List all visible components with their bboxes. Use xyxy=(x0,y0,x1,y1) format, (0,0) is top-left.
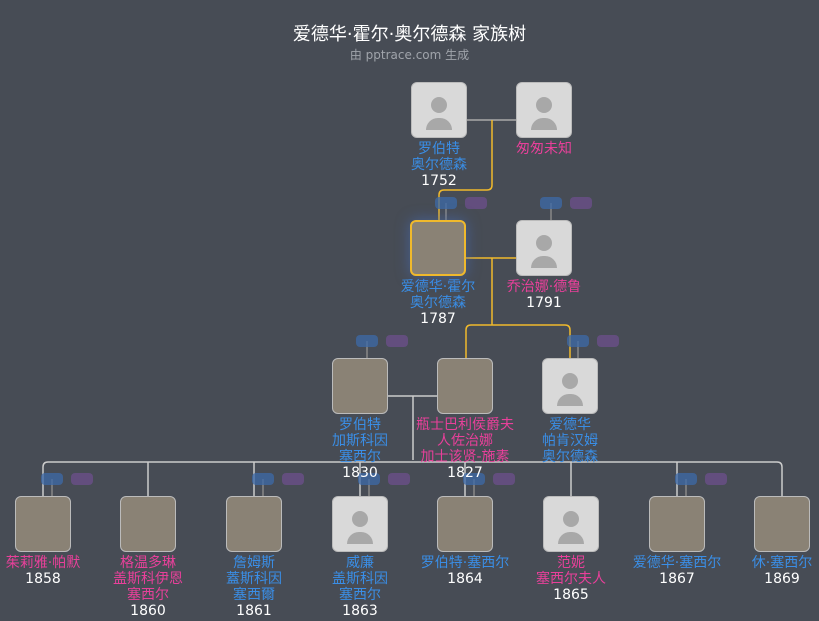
add-mother-button[interactable] xyxy=(388,473,410,485)
person-name[interactable]: 詹姆斯蓋斯科因塞西爾 xyxy=(226,555,282,603)
birth-year: 1858 xyxy=(25,571,61,587)
add-father-button[interactable] xyxy=(41,473,63,485)
person-name[interactable]: 匆匆未知 xyxy=(516,141,572,157)
add-father-button[interactable] xyxy=(252,473,274,485)
add-mother-button[interactable] xyxy=(597,335,619,347)
add-mother-button[interactable] xyxy=(570,197,592,209)
person-name[interactable]: 乔治娜·德鲁 xyxy=(506,279,582,295)
person-name[interactable]: 爱德华·塞西尔 xyxy=(632,555,722,571)
add-mother-button[interactable] xyxy=(71,473,93,485)
person-name[interactable]: 罗伯特奥尔德森 xyxy=(411,141,467,173)
person-photo[interactable] xyxy=(226,496,282,552)
birth-year: 1830 xyxy=(342,465,378,481)
person-node[interactable]: 匆匆未知 xyxy=(492,82,596,157)
person-photo[interactable] xyxy=(120,496,176,552)
add-mother-button[interactable] xyxy=(705,473,727,485)
birth-year: 1860 xyxy=(130,603,166,619)
person-photo[interactable] xyxy=(649,496,705,552)
add-father-button[interactable] xyxy=(435,197,457,209)
add-mother-button[interactable] xyxy=(493,473,515,485)
person-placeholder-icon[interactable] xyxy=(411,82,467,138)
add-mother-button[interactable] xyxy=(386,335,408,347)
add-father-button[interactable] xyxy=(567,335,589,347)
page-subtitle: 由 pptrace.com 生成 xyxy=(349,48,470,62)
person-placeholder-icon[interactable] xyxy=(516,82,572,138)
person-name[interactable]: 格温多琳盖斯科伊恩塞西尔 xyxy=(113,555,183,603)
add-mother-button[interactable] xyxy=(465,197,487,209)
person-photo[interactable] xyxy=(437,496,493,552)
person-photo[interactable] xyxy=(332,358,388,414)
add-father-button[interactable] xyxy=(358,473,380,485)
person-photo[interactable] xyxy=(754,496,810,552)
add-mother-button[interactable] xyxy=(282,473,304,485)
person-placeholder-icon[interactable] xyxy=(542,358,598,414)
birth-year: 1867 xyxy=(659,571,695,587)
birth-year: 1827 xyxy=(447,465,483,481)
person-placeholder-icon[interactable] xyxy=(332,496,388,552)
add-father-button[interactable] xyxy=(463,473,485,485)
add-father-button[interactable] xyxy=(675,473,697,485)
person-placeholder-icon[interactable] xyxy=(543,496,599,552)
person-name[interactable]: 休·塞西尔 xyxy=(751,555,813,571)
birth-year: 1865 xyxy=(553,587,589,603)
birth-year: 1787 xyxy=(420,311,456,327)
person-name[interactable]: 瓶士巴利侯爵夫人佐治娜加士该贤-施素 xyxy=(416,417,514,465)
birth-year: 1864 xyxy=(447,571,483,587)
birth-year: 1863 xyxy=(342,603,378,619)
person-name[interactable]: 罗伯特·塞西尔 xyxy=(420,555,510,571)
person-node[interactable]: 爱德华帕肯汉姆奥尔德森 xyxy=(518,358,622,465)
birth-year: 1861 xyxy=(236,603,272,619)
person-photo[interactable] xyxy=(15,496,71,552)
page-title: 爱德华·霍尔·奥尔德森 家族树 xyxy=(292,24,527,45)
person-name[interactable]: 威廉盖斯科因塞西尔 xyxy=(332,555,388,603)
person-name[interactable]: 茱莉雅·帕默 xyxy=(5,555,81,571)
person-name[interactable]: 罗伯特加斯科因塞西尔 xyxy=(332,417,388,465)
person-photo[interactable] xyxy=(437,358,493,414)
person-name[interactable]: 爱德华帕肯汉姆奥尔德森 xyxy=(542,417,598,465)
person-name[interactable]: 范妮塞西尔夫人 xyxy=(536,555,606,587)
add-father-button[interactable] xyxy=(356,335,378,347)
birth-year: 1791 xyxy=(526,295,562,311)
add-father-button[interactable] xyxy=(540,197,562,209)
person-placeholder-icon[interactable] xyxy=(516,220,572,276)
person-photo[interactable] xyxy=(410,220,466,276)
person-name[interactable]: 爱德华·霍尔奥尔德森 xyxy=(400,279,476,311)
birth-year: 1752 xyxy=(421,173,457,189)
birth-year: 1869 xyxy=(764,571,800,587)
